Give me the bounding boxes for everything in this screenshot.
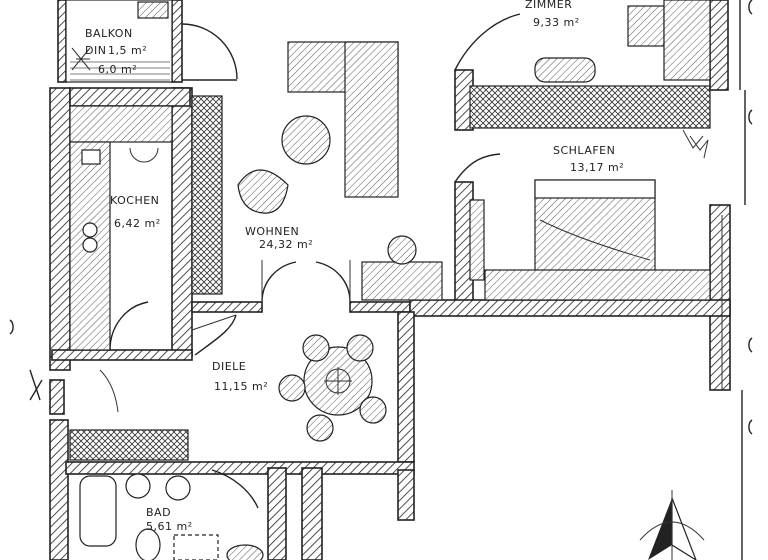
balkon-label: BALKON	[85, 27, 133, 40]
schlafen-area: 13,17 m²	[570, 161, 624, 174]
left-windows	[9, 319, 43, 401]
zimmer-furniture	[454, 0, 711, 183]
diele-furniture	[99, 314, 387, 442]
balkon-area-1: 1,5 m²	[108, 44, 147, 57]
wohnen-furniture	[237, 41, 443, 303]
balkon-prefix: DIN	[85, 44, 106, 57]
bad-label: BAD	[146, 506, 171, 519]
bad-area: 5,61 m²	[146, 520, 193, 533]
kochen-area: 6,42 m²	[114, 217, 161, 230]
north-arrow-icon	[639, 490, 705, 560]
right-windows	[721, 0, 753, 560]
kochen-label: KOCHEN	[110, 194, 159, 207]
diele-label: DIELE	[212, 360, 246, 373]
wohnen-label: WOHNEN	[245, 225, 299, 238]
balkon-area-2: 6,0 m²	[98, 63, 137, 76]
zimmer-label: ZIMMER	[525, 0, 572, 11]
balcony	[65, 0, 238, 83]
bad-furniture	[69, 429, 264, 560]
diele-area: 11,15 m²	[214, 380, 268, 393]
zimmer-area: 9,33 m²	[533, 16, 580, 29]
wohnen-area: 24,32 m²	[259, 238, 313, 251]
kitchen-furniture	[69, 95, 223, 351]
schlafen-label: SCHLAFEN	[553, 144, 615, 157]
schlafen-furniture	[469, 129, 711, 301]
